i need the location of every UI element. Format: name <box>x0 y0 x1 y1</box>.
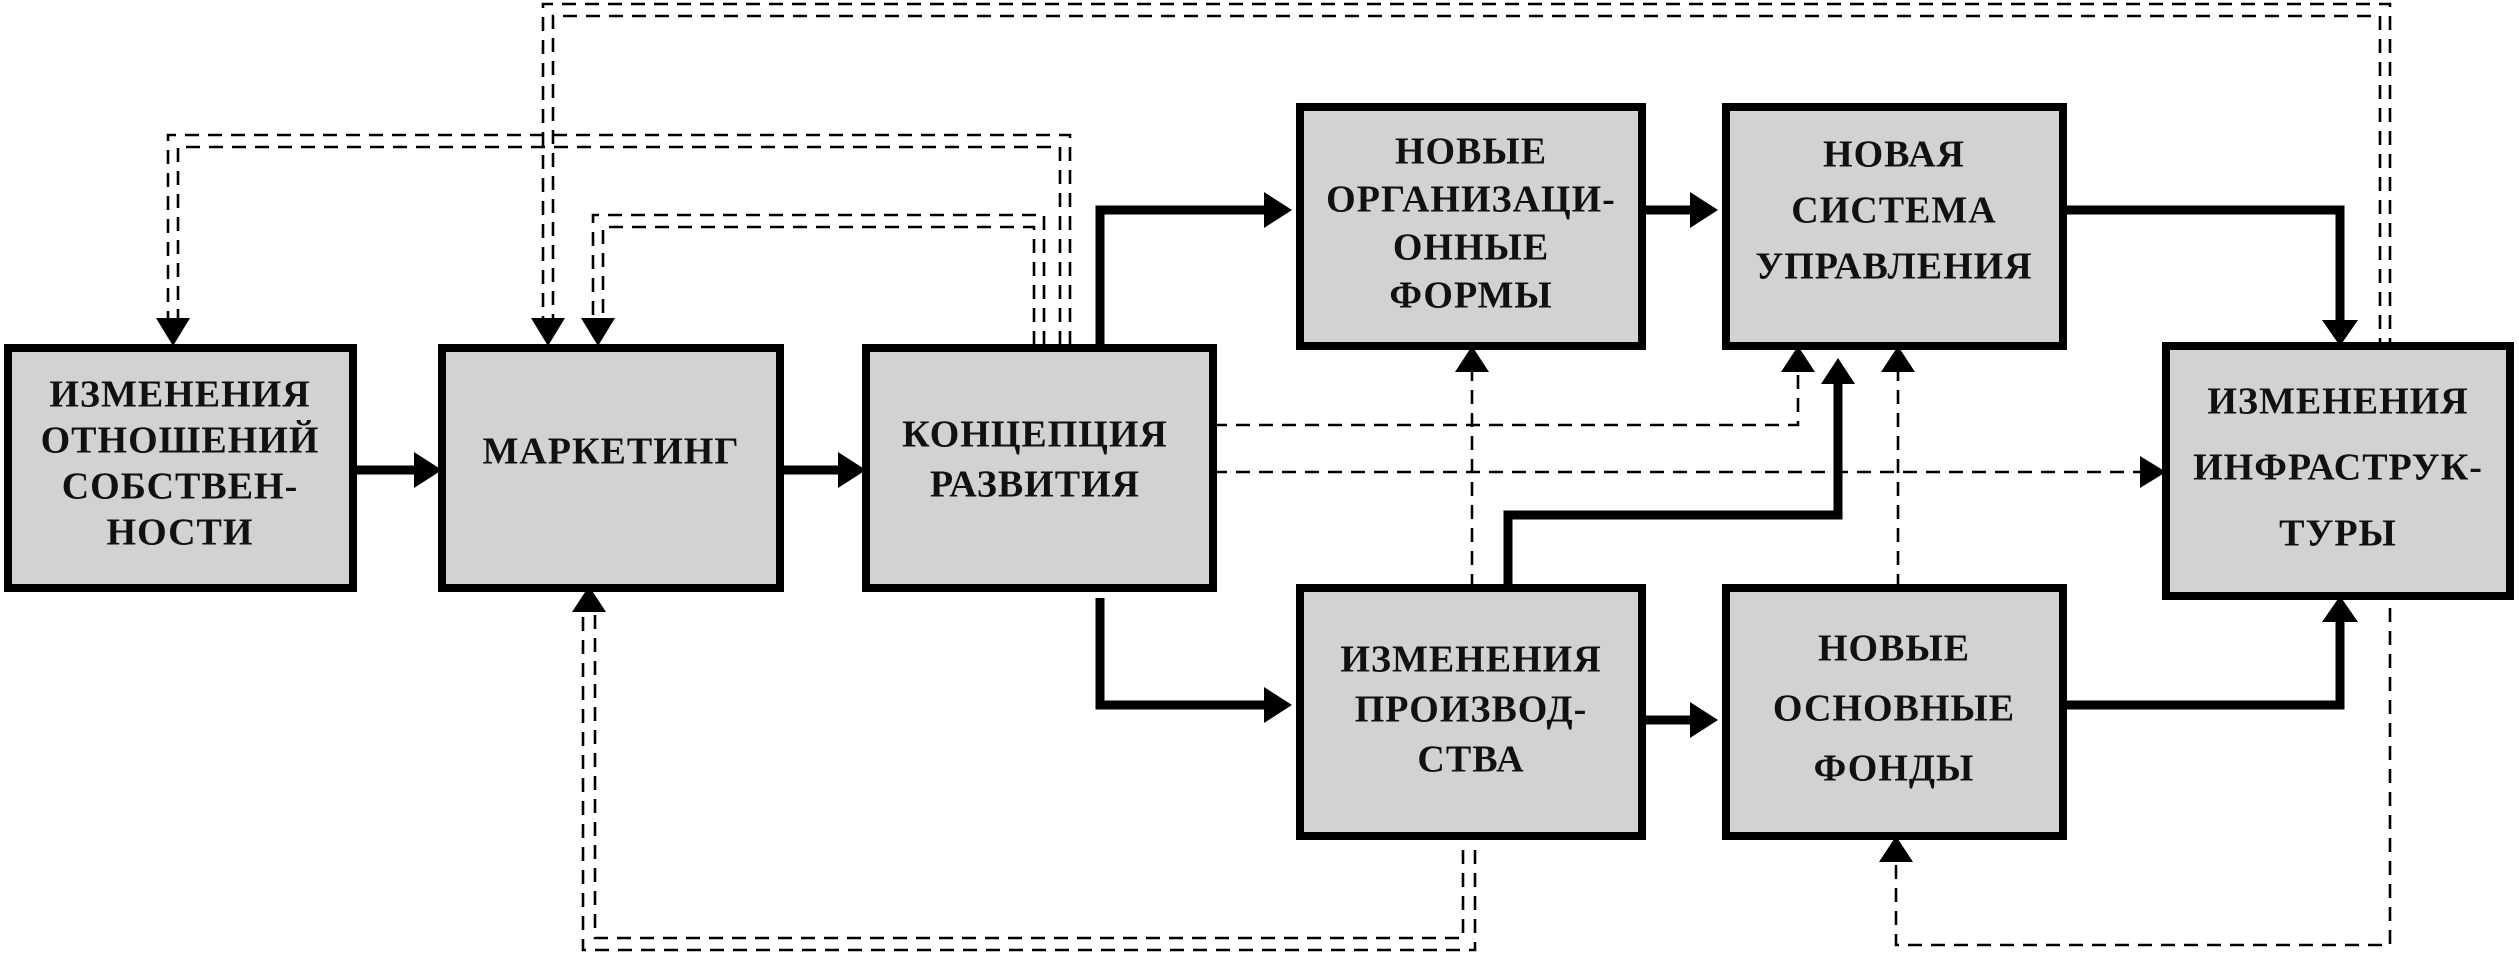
line-concept-to-orgforms <box>1095 205 1264 345</box>
line-production-to-assets <box>1503 384 1843 588</box>
box-fixed-assets: НОВЫЕ ОСНОВНЫЕ ФОНДЫ <box>1722 584 2067 840</box>
box-infrastructure-line-1: ИЗМЕНЕНИЯ <box>2207 381 2468 423</box>
dashed-infra-to-marketing-outer <box>541 2 2392 352</box>
arrow-into-orgforms-bottom <box>1455 346 1489 372</box>
arrow-into-ownership-top <box>156 318 190 346</box>
line-concept-to-production <box>1095 598 1264 710</box>
box-marketing-label: МАРКЕТИНГ <box>482 431 739 473</box>
box-management-line-1: НОВАЯ <box>1823 134 1965 176</box>
line-assets-to-infrastructure <box>2063 622 2345 710</box>
arrow-into-assets-left <box>1690 702 1718 738</box>
dashed-concept-to-marketing-inner <box>601 225 1036 345</box>
box-orgforms-line-2: ОРГАНИЗАЦИ- <box>1326 179 1616 221</box>
box-assets-line-3: ФОНДЫ <box>1814 748 1975 790</box>
arrow-into-management-left <box>1690 192 1718 228</box>
box-production-line-1: ИЗМЕНЕНИЯ <box>1340 639 1601 681</box>
box-assets-line-1: НОВЫЕ <box>1818 628 1970 670</box>
box-ownership-line-3: СОБСТВЕН- <box>62 466 299 508</box>
dashed-concept-to-ownership-inner <box>176 145 1062 345</box>
box-org-forms: НОВЫЕ ОРГАНИЗАЦИ- ОННЫЕ ФОРМЫ <box>1296 103 1646 350</box>
arrow-into-management-bottom-1 <box>1781 346 1815 372</box>
box-ownership-line-4: НОСТИ <box>107 512 254 554</box>
arrow-into-infrastructure-top <box>2322 320 2358 346</box>
arrow-into-production-left <box>1264 687 1292 723</box>
box-marketing: МАРКЕТИНГ <box>438 344 784 592</box>
box-infrastructure-line-3: ТУРЫ <box>2279 513 2397 555</box>
arrow-into-concept-left <box>838 452 866 488</box>
solid-connectors <box>353 205 2345 725</box>
arrow-into-infrastructure-dashed <box>2140 456 2166 488</box>
box-production-line-3: СТВА <box>1417 739 1524 781</box>
arrow-into-marketing-bottom <box>572 586 606 612</box>
box-management: НОВАЯ СИСТЕМА УПРАВЛЕНИЯ <box>1722 103 2067 350</box>
box-infrastructure-line-2: ИНФРАСТРУК- <box>2193 447 2483 489</box>
box-concept-line-2: РАЗВИТИЯ <box>930 464 1140 506</box>
dashed-concept-to-marketing-outer <box>591 213 1046 345</box>
box-orgforms-line-4: ФОРМЫ <box>1389 275 1552 317</box>
dashed-production-to-marketing-outer <box>581 612 1477 952</box>
line-management-to-infrastructure <box>2063 205 2345 320</box>
arrow-into-marketing-top-2 <box>581 318 615 346</box>
box-orgforms-line-1: НОВЫЕ <box>1395 131 1547 173</box>
box-infrastructure: ИЗМЕНЕНИЯ ИНФРАСТРУК- ТУРЫ <box>2162 342 2514 600</box>
box-concept-line-1: КОНЦЕПЦИЯ <box>902 414 1168 456</box>
arrow-into-orgforms-left <box>1264 192 1292 228</box>
arrow-into-infrastructure-bottom <box>2322 596 2358 622</box>
box-assets-line-2: ОСНОВНЫЕ <box>1773 688 2015 730</box>
box-ownership-line-1: ИЗМЕНЕНИЯ <box>49 374 310 416</box>
box-ownership: ИЗМЕНЕНИЯ ОТНОШЕНИЙ СОБСТВЕН- НОСТИ <box>4 344 357 592</box>
box-production-line-2: ПРОИЗВОД- <box>1355 689 1588 731</box>
box-ownership-line-2: ОТНОШЕНИЙ <box>41 420 320 462</box>
arrow-into-marketing-left <box>414 452 442 488</box>
box-concept: КОНЦЕПЦИЯ РАЗВИТИЯ <box>862 344 1217 592</box>
arrow-into-assets-bottom <box>1879 836 1913 862</box>
box-management-line-2: СИСТЕМА <box>1791 190 1996 232</box>
arrow-into-management-bottom-3 <box>1881 346 1915 372</box>
dashed-concept-to-ownership-outer <box>166 133 1072 345</box>
arrow-into-management-bottom-2 <box>1821 358 1855 384</box>
arrow-into-marketing-top-1 <box>531 318 565 346</box>
dashed-concept-to-management <box>1213 372 1800 427</box>
box-production: ИЗМЕНЕНИЯ ПРОИЗВОД- СТВА <box>1296 584 1646 840</box>
dashed-feedback-lines <box>166 2 2392 952</box>
arrowheads <box>156 192 2358 862</box>
dashed-infra-to-marketing-inner <box>551 14 2382 352</box>
box-orgforms-line-3: ОННЫЕ <box>1393 227 1549 269</box>
box-management-line-3: УПРАВЛЕНИЯ <box>1755 246 2032 288</box>
dashed-infra-to-assets <box>1894 585 2392 947</box>
